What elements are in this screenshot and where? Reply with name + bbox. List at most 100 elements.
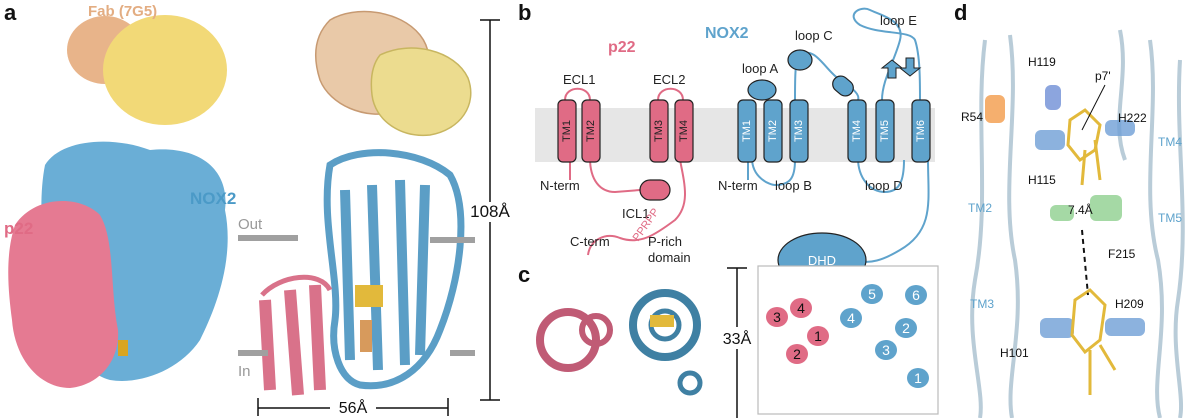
ecl1-loop: [565, 89, 590, 100]
tm-helix-ribbon: [1150, 40, 1162, 418]
size-label: 33Å: [723, 329, 752, 348]
nox2-helix-view-small: [680, 373, 700, 393]
dhd-linker: [865, 160, 929, 262]
in-label: In: [238, 363, 251, 380]
loop-d-label: loop D: [865, 178, 903, 193]
ribbon-model: [262, 12, 471, 395]
f215-label: F215: [1108, 247, 1136, 261]
heme-lower-tail: [1090, 345, 1115, 395]
panel-a-label: a: [4, 0, 17, 25]
tm-helix-ribbon: [1009, 35, 1018, 418]
nox2-helix-number: 6: [912, 287, 920, 303]
out-label: Out: [238, 216, 263, 233]
tm2-label: TM2: [968, 201, 992, 215]
loop-c-label: loop C: [795, 28, 833, 43]
h209-residue: [1105, 318, 1145, 336]
heme-density: [118, 340, 128, 356]
p22-tm-label: TM2: [585, 120, 597, 142]
nox2-helices: [345, 180, 425, 370]
outer-membrane-line-right: [430, 237, 475, 243]
top-view-ribbon: [540, 293, 700, 393]
f215-residue: [1090, 195, 1122, 221]
h101-label: H101: [1000, 346, 1029, 360]
h119-residue: [1045, 85, 1061, 110]
inner-membrane-line-left: [238, 350, 268, 356]
loop-a-helix: [748, 80, 776, 100]
nox2-tm-label: TM5: [879, 120, 891, 142]
p22-nterm-label: N-term: [540, 178, 580, 193]
p22-helix-number: 1: [814, 328, 822, 344]
nox2-tm-label: TM6: [915, 120, 927, 142]
nox2-nterm-label: N-term: [718, 178, 758, 193]
icl1-helix: [640, 180, 670, 200]
loop-c-helix-2: [829, 73, 856, 99]
cterm-label: C-term: [570, 234, 610, 249]
ecl1-label: ECL1: [563, 72, 596, 87]
nox2-helix-number: 3: [882, 342, 890, 358]
loop-e-label: loop E: [880, 13, 917, 28]
width-label: 56Å: [339, 398, 368, 417]
fab-heavy-chain-density: [103, 15, 227, 125]
heme-lower: [360, 320, 372, 352]
nox2-tm-label: TM2: [767, 120, 779, 142]
p22-tm-label: TM3: [653, 120, 665, 142]
loop-e-strand-1: [882, 60, 902, 78]
h209-label: H209: [1115, 297, 1144, 311]
panel-d: d H119 p7' R54 H222 TM4 H115 7.4Å: [954, 0, 1183, 418]
fab-heavy-ribbon: [371, 48, 470, 135]
heme-top-view: [650, 315, 674, 327]
h115-residue: [1035, 130, 1065, 150]
ecl2-label: ECL2: [653, 72, 686, 87]
tm-helix-ribbon: [1176, 60, 1183, 418]
fab-label: Fab (7G5): [88, 3, 157, 20]
panel-c: c 33Å 3 4 1 2: [518, 262, 938, 418]
tm-helix-ribbon: [1119, 30, 1125, 160]
h101-residue: [1040, 318, 1074, 338]
h115-label: H115: [1028, 173, 1056, 187]
nox2-label: NOX2: [190, 189, 236, 208]
p7-leader: [1082, 85, 1105, 130]
r54-label: R54: [961, 110, 983, 124]
loop-e-strand-2: [900, 58, 920, 76]
nox2-tm-label: TM3: [793, 120, 805, 142]
panel-c-label: c: [518, 262, 530, 287]
loop-a-label: loop A: [742, 61, 778, 76]
tm4-label: TM4: [1158, 135, 1182, 149]
p22-helix-number: 3: [773, 309, 781, 325]
nox2-helix-number: 5: [868, 286, 876, 302]
tm-helix-ribbon: [972, 40, 985, 418]
prich-label-1: P-rich: [648, 234, 682, 249]
nox2-helix-number: 4: [847, 310, 855, 326]
panel-b: b p22 NOX2 TM1 TM2 TM3 TM4 ECL1 ECL2 ICL…: [518, 0, 935, 287]
prich-label-2: domain: [648, 250, 691, 265]
h119-label: H119: [1028, 55, 1056, 69]
outer-membrane-line-left: [238, 235, 298, 241]
panel-d-label: d: [954, 0, 967, 25]
heme-upper: [355, 285, 383, 307]
p22-label: p22: [4, 219, 33, 238]
h222-label: H222: [1118, 111, 1147, 125]
nox2-helix-number: 1: [914, 370, 922, 386]
tm5-label: TM5: [1158, 211, 1182, 225]
height-label: 108Å: [470, 202, 510, 221]
distance-label: 7.4Å: [1068, 202, 1093, 217]
p7-label: p7': [1095, 69, 1111, 83]
panel-b-label: b: [518, 0, 531, 25]
heme-lower: [1072, 290, 1105, 352]
p22-icl-link: [590, 158, 640, 192]
loop-c-helix: [788, 50, 812, 70]
p22-title: p22: [608, 39, 636, 56]
ecl2-loop: [658, 89, 683, 100]
p22-helix-number: 4: [797, 300, 805, 316]
p22-tm-label: TM4: [678, 120, 690, 142]
p22-helices: [265, 285, 320, 395]
inner-membrane-line-right: [450, 350, 475, 356]
panel-a: a Fab (7G5) NOX2 p22 Out In: [4, 0, 512, 417]
p22-helix-number: 2: [793, 346, 801, 362]
nox2-title: NOX2: [705, 25, 749, 42]
loop-b-label: loop B: [775, 178, 812, 193]
nox2-tm-label: TM4: [851, 120, 863, 142]
r54-residue: [985, 95, 1005, 123]
nox2-tm-label: TM1: [741, 120, 753, 142]
